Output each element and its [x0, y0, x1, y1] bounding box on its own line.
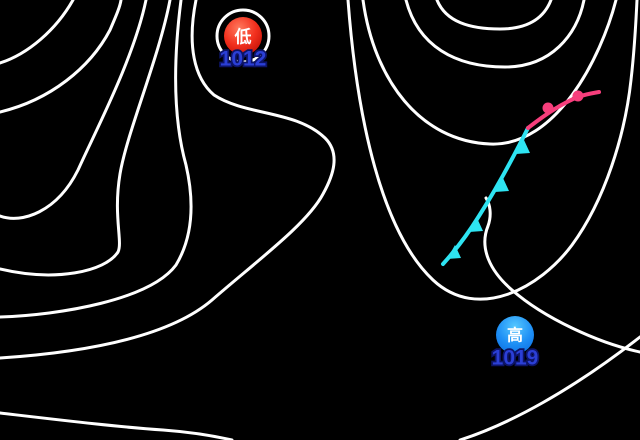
isobar-line	[361, 0, 618, 146]
cold-front	[441, 126, 530, 266]
isobar-line	[0, 0, 172, 277]
cold-front-triangle-icon	[447, 245, 461, 259]
high-pressure-symbol: 高	[507, 326, 523, 345]
isobar-line	[0, 0, 123, 114]
low-pressure-icon	[224, 17, 262, 55]
isobar-line	[483, 196, 640, 354]
low-pressure-symbol: 低	[234, 27, 252, 47]
warm-front	[526, 90, 601, 130]
isobar-line	[435, 0, 553, 31]
high-pressure-value: 1019	[492, 347, 539, 370]
isobar-line	[458, 335, 640, 440]
cold-front-triangle-icon	[469, 218, 483, 232]
isobar-line	[346, 0, 639, 301]
high-pressure-center: 高 1019	[490, 316, 540, 371]
warm-front-bump-icons	[542, 90, 584, 114]
isobar-line	[404, 0, 586, 69]
isobar-line	[0, 0, 336, 360]
isobar-line	[0, 411, 234, 440]
cold-front-triangle-icons	[447, 140, 530, 259]
high-pressure-icon	[496, 316, 534, 354]
warm-front-bump-icon	[542, 102, 554, 114]
low-pressure-value: 1012	[220, 48, 267, 71]
cold-front-triangle-icon	[495, 178, 509, 192]
isobar-line	[0, 0, 193, 319]
isobar-line	[0, 0, 148, 220]
cold-front-triangle-icon	[516, 140, 530, 154]
low-pressure-ring	[215, 8, 271, 64]
isobar-line	[0, 0, 75, 65]
low-pressure-center: 低 1012	[215, 8, 271, 72]
warm-front-bump-icon	[572, 90, 584, 102]
